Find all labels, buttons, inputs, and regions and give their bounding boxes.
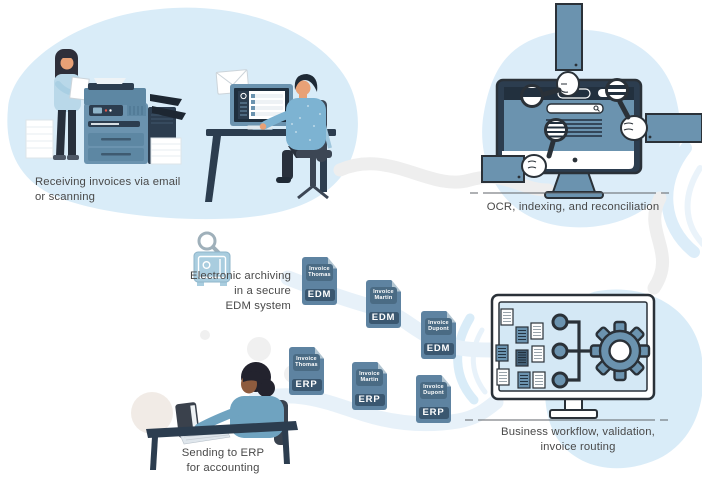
sleeve-right <box>645 113 702 143</box>
doc-system-label: ERP <box>291 378 322 391</box>
doc-system-label: EDM <box>304 288 335 301</box>
hand-top <box>556 71 580 97</box>
doc-system-label: EDM <box>423 342 454 355</box>
routing-connectors <box>551 313 594 389</box>
swirl-left-of-monitor-outer <box>453 313 479 405</box>
caption-archiving: Electronic archiving in a secure EDM sys… <box>190 270 291 312</box>
caption-workflow: Business workflow, validation, invoice r… <box>501 426 655 453</box>
swirl-right-inner <box>684 165 702 247</box>
doc-invoice-name: Invoice Thomas <box>306 263 333 282</box>
magnifier-icon-top-left <box>520 84 562 108</box>
screen-documents <box>495 308 546 389</box>
caption-sending: Sending to ERP for accounting <box>181 447 265 474</box>
doc-fold-corner <box>377 362 387 374</box>
scene-workflow <box>465 293 668 421</box>
doc-card-edm-dupont: Invoice Dupont EDM <box>421 311 456 359</box>
hand-bottom-left <box>521 154 547 178</box>
caption-ocr: OCR, indexing, and reconciliation <box>486 201 660 213</box>
doc-invoice-name: Invoice Martin <box>356 368 383 387</box>
ribbon-ocr-to-workflow <box>647 191 670 295</box>
doc-system-label: ERP <box>418 406 449 419</box>
swirl-left-of-monitor-inner <box>470 327 488 395</box>
doc-card-edm-thomas: Invoice Thomas EDM <box>302 257 337 305</box>
doc-card-erp-thomas: Invoice Thomas ERP <box>289 347 324 395</box>
doc-invoice-name: Invoice Martin <box>370 286 397 305</box>
ribbon-scan-to-ocr <box>333 157 555 197</box>
doc-card-erp-dupont: Invoice Dupont ERP <box>416 375 451 423</box>
doc-card-edm-martin: Invoice Martin EDM <box>366 280 401 328</box>
email-rows <box>251 94 283 116</box>
magnifier-icon-center <box>544 118 568 159</box>
sleeve-bottom-left <box>481 155 525 183</box>
paper-stack-left <box>25 119 54 159</box>
doc-invoice-name: Invoice Dupont <box>420 381 447 400</box>
scene-ocr <box>470 3 702 199</box>
doc-system-label: ERP <box>354 393 385 406</box>
doc-fold-corner <box>327 257 337 269</box>
printer-icon <box>84 78 186 165</box>
woman-figure <box>53 49 90 160</box>
writing-desk <box>146 421 298 470</box>
seated-man <box>259 74 332 200</box>
doc-card-erp-martin: Invoice Martin ERP <box>352 362 387 410</box>
doc-fold-corner <box>314 347 324 359</box>
hand-right <box>620 115 648 141</box>
doc-invoice-name: Invoice Dupont <box>425 317 452 336</box>
magnifier-icon-top-right <box>605 78 631 120</box>
doc-fold-corner <box>441 375 451 387</box>
scene-sending <box>146 362 298 470</box>
doc-fold-corner <box>391 280 401 292</box>
swirl-right-outer <box>661 142 700 258</box>
paper-stack-right <box>150 137 182 165</box>
caption-receiving: Receiving invoices via email or scanning <box>35 176 181 203</box>
scene-receiving <box>25 49 336 202</box>
sleeve-top <box>555 3 583 71</box>
doc-invoice-name: Invoice Thomas <box>293 353 320 372</box>
doc-system-label: EDM <box>368 311 399 324</box>
gear-icon <box>589 320 651 382</box>
ribbon-erp-flow <box>247 388 504 432</box>
doc-fold-corner <box>446 311 456 323</box>
safe-icon <box>193 231 231 286</box>
